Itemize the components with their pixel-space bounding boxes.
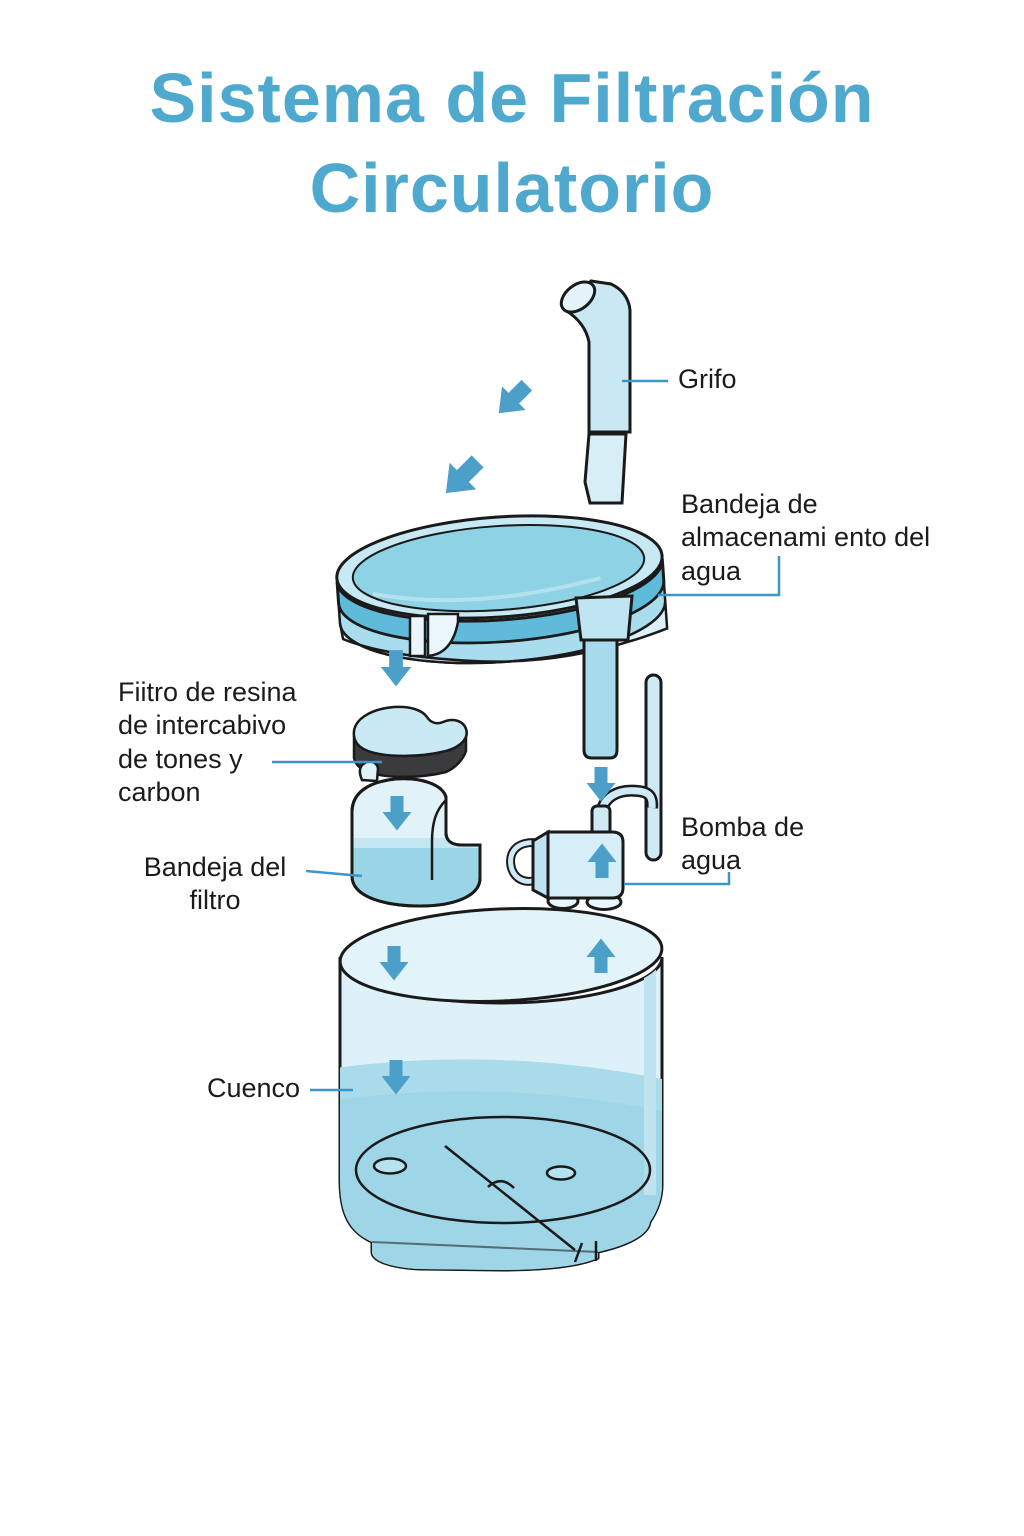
- leader-lines: [272, 379, 781, 1092]
- storage-tray-spout: [408, 612, 460, 658]
- inflow-diagonal-2-icon: [432, 448, 491, 507]
- label-filter-disc: Fiitro de resina de intercabivo de tones…: [118, 677, 297, 808]
- storage-tray-water: [351, 523, 646, 613]
- pump-body-side: [531, 829, 550, 901]
- label-bowl: Cuenco: [207, 1073, 301, 1103]
- filter-disc-top: [352, 705, 468, 758]
- faucet-graphic: [559, 279, 632, 505]
- filter-tray-graphic: [350, 760, 482, 908]
- label-filter-tray: Bandeja del filtro: [143, 852, 287, 916]
- leader-line-filter-tray: [305, 869, 363, 878]
- leader-line-storage-tray: [658, 556, 781, 597]
- pump-body-front: [546, 830, 625, 900]
- bowl-floor-hole-left: [372, 1157, 408, 1175]
- filter-tray-clip: [358, 760, 380, 783]
- page-title-line2: Circulatorio: [309, 148, 715, 227]
- bowl-floor: [354, 1115, 652, 1225]
- bowl-floor-divider: [444, 1145, 576, 1251]
- page-title: Sistema de Filtración Circulatorio: [0, 54, 1024, 233]
- leader-line-pump: [624, 872, 731, 886]
- faucet-coupler: [583, 432, 628, 505]
- filter-disc-graphic: [352, 705, 468, 779]
- bowl-graphic: [338, 907, 664, 1272]
- storage-tray-downtube: [574, 594, 634, 760]
- filter-tray-water: [352, 848, 480, 906]
- pump-graphic: [506, 784, 659, 911]
- inflow-diagonal-1-icon: [486, 373, 539, 426]
- bowl-floor-hole-right: [545, 1165, 577, 1181]
- label-storage-tray: Bandeja de almacenami ento del agua: [681, 489, 931, 586]
- label-water-pump: Bomba de agua: [681, 812, 805, 876]
- riser-tube-graphic: [644, 673, 663, 862]
- page-title-line1: Sistema de Filtración: [149, 59, 875, 137]
- label-faucet: Grifo: [678, 364, 737, 394]
- bowl-rim: [338, 907, 664, 1003]
- faucet-spout-opening: [559, 280, 597, 314]
